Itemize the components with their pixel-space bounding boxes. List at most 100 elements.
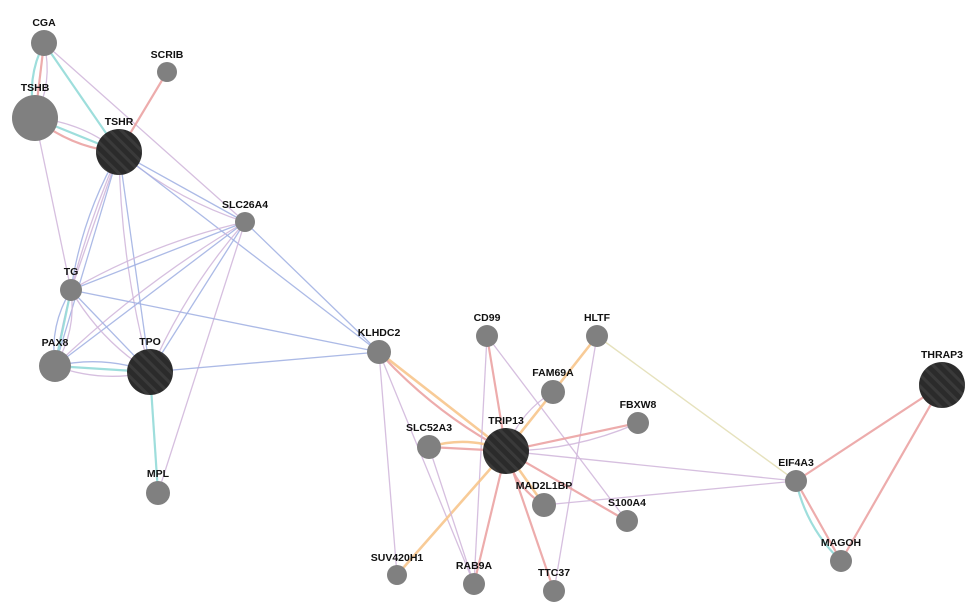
node-eif4a3[interactable]: EIF4A3 [778, 457, 814, 492]
node-label: TSHB [21, 82, 50, 94]
node-circle[interactable] [785, 470, 807, 492]
node-label: TTC37 [538, 567, 570, 579]
node-circle[interactable] [616, 510, 638, 532]
node-label: TG [64, 266, 79, 278]
node-circle[interactable] [586, 325, 608, 347]
edge-physical-eif4a3-magoh[interactable] [795, 480, 842, 562]
node-circle[interactable] [532, 493, 556, 517]
node-label: KLHDC2 [358, 327, 401, 339]
edge-colocalization-tshr-tpo[interactable] [118, 151, 151, 373]
node-cd99[interactable]: CD99 [474, 312, 501, 347]
node-circle[interactable] [417, 435, 441, 459]
node-label: SCRIB [151, 49, 184, 61]
edge-coexpression-mad2l1bp-eif4a3[interactable] [543, 480, 797, 506]
node-trip13[interactable]: TRIP13 [483, 415, 529, 474]
node-mpl[interactable]: MPL [146, 468, 170, 505]
edge-colocalization-tg-klhdc2[interactable] [70, 289, 380, 353]
edge-colocalization-slc26a4-tg[interactable] [70, 221, 246, 291]
node-thrap3[interactable]: THRAP3 [919, 349, 965, 408]
node-suv420h1[interactable]: SUV420H1 [371, 552, 424, 585]
edge-predicted-klhdc2-trip13[interactable] [378, 350, 507, 453]
edge-colocalization-tpo-klhdc2[interactable] [149, 351, 380, 373]
edge-coexpression-trip13-eif4a3[interactable] [505, 450, 797, 482]
node-label: MAGOH [821, 537, 861, 549]
node-label: RAB9A [456, 560, 493, 572]
edge-colocalization-slc26a4-tpo[interactable] [149, 221, 246, 373]
node-circle[interactable] [476, 325, 498, 347]
node-circle[interactable] [235, 212, 255, 232]
node-label: SLC26A4 [222, 199, 268, 211]
edge-colocalization-tshr-pax8[interactable] [54, 151, 120, 367]
node-label: S100A4 [608, 497, 646, 509]
node-rab9a[interactable]: RAB9A [456, 560, 493, 595]
node-label: MAD2L1BP [516, 480, 573, 492]
node-label: TRIP13 [488, 415, 524, 427]
edge-coexpression-tshb-tg[interactable] [34, 117, 72, 291]
edge-colocalization-slc26a4-klhdc2[interactable] [244, 221, 380, 353]
node-label: MPL [147, 468, 170, 480]
node-mad2l1bp[interactable]: MAD2L1BP [516, 480, 573, 517]
node-circle[interactable] [60, 279, 82, 301]
edge-coexpression-cga-slc26a4[interactable] [43, 42, 246, 223]
node-pax8[interactable]: PAX8 [39, 337, 71, 382]
node-circle[interactable] [96, 129, 142, 175]
node-circle[interactable] [463, 573, 485, 595]
node-label: CGA [32, 17, 56, 29]
edge-genetic-hltf-eif4a3[interactable] [596, 335, 797, 482]
node-label: SUV420H1 [371, 552, 424, 564]
node-ttc37[interactable]: TTC37 [538, 567, 570, 602]
node-label: SLC52A3 [406, 422, 452, 434]
edge-colocalization-tshr-klhdc2[interactable] [118, 151, 380, 353]
node-circle[interactable] [39, 350, 71, 382]
node-tg[interactable]: TG [60, 266, 82, 301]
edge-coexpression-tshr-tpo[interactable] [118, 151, 151, 373]
node-cga[interactable]: CGA [31, 17, 57, 56]
node-label: CD99 [474, 312, 501, 324]
node-scrib[interactable]: SCRIB [151, 49, 184, 82]
node-circle[interactable] [146, 481, 170, 505]
node-label: PAX8 [42, 337, 69, 349]
node-label: HLTF [584, 312, 611, 324]
node-circle[interactable] [12, 95, 58, 141]
edge-coexpression-slc26a4-mpl[interactable] [157, 221, 246, 494]
edge-coexpression-slc26a4-tg[interactable] [70, 221, 246, 291]
node-circle[interactable] [157, 62, 177, 82]
node-label: FBXW8 [620, 399, 657, 411]
node-slc52a3[interactable]: SLC52A3 [406, 422, 452, 459]
edge-coexpression-hltf-ttc37[interactable] [553, 335, 598, 592]
node-circle[interactable] [919, 362, 965, 408]
edge-coexpression-cd99-s100a4[interactable] [486, 335, 628, 522]
node-circle[interactable] [127, 349, 173, 395]
node-circle[interactable] [483, 428, 529, 474]
edge-coexpression-slc52a3-rab9a[interactable] [428, 446, 475, 585]
node-circle[interactable] [31, 30, 57, 56]
node-hltf[interactable]: HLTF [584, 312, 611, 347]
edge-colocalization-slc26a4-pax8[interactable] [54, 221, 246, 367]
node-label: EIF4A3 [778, 457, 814, 469]
node-circle[interactable] [367, 340, 391, 364]
node-fbxw8[interactable]: FBXW8 [620, 399, 657, 434]
node-tpo[interactable]: TPO [127, 336, 173, 395]
node-slc26a4[interactable]: SLC26A4 [222, 199, 268, 232]
node-s100a4[interactable]: S100A4 [608, 497, 646, 532]
edge-physical-thrap3-magoh[interactable] [840, 384, 943, 562]
edge-coexpression-cd99-rab9a[interactable] [473, 335, 488, 585]
node-circle[interactable] [543, 580, 565, 602]
node-circle[interactable] [830, 550, 852, 572]
node-circle[interactable] [627, 412, 649, 434]
node-klhdc2[interactable]: KLHDC2 [358, 327, 401, 364]
edge-coexpression-slc26a4-pax8[interactable] [54, 221, 246, 367]
node-fam69a[interactable]: FAM69A [532, 367, 574, 404]
node-tshr[interactable]: TSHR [96, 116, 142, 175]
edge-coexpression-klhdc2-suv420h1[interactable] [378, 351, 398, 576]
edge-physical-eif4a3-thrap3[interactable] [795, 384, 943, 482]
node-magoh[interactable]: MAGOH [821, 537, 861, 572]
edge-coexpression-klhdc2-rab9a[interactable] [378, 351, 475, 585]
node-circle[interactable] [541, 380, 565, 404]
node-circle[interactable] [387, 565, 407, 585]
node-tshb[interactable]: TSHB [12, 82, 58, 141]
node-label: THRAP3 [921, 349, 963, 361]
